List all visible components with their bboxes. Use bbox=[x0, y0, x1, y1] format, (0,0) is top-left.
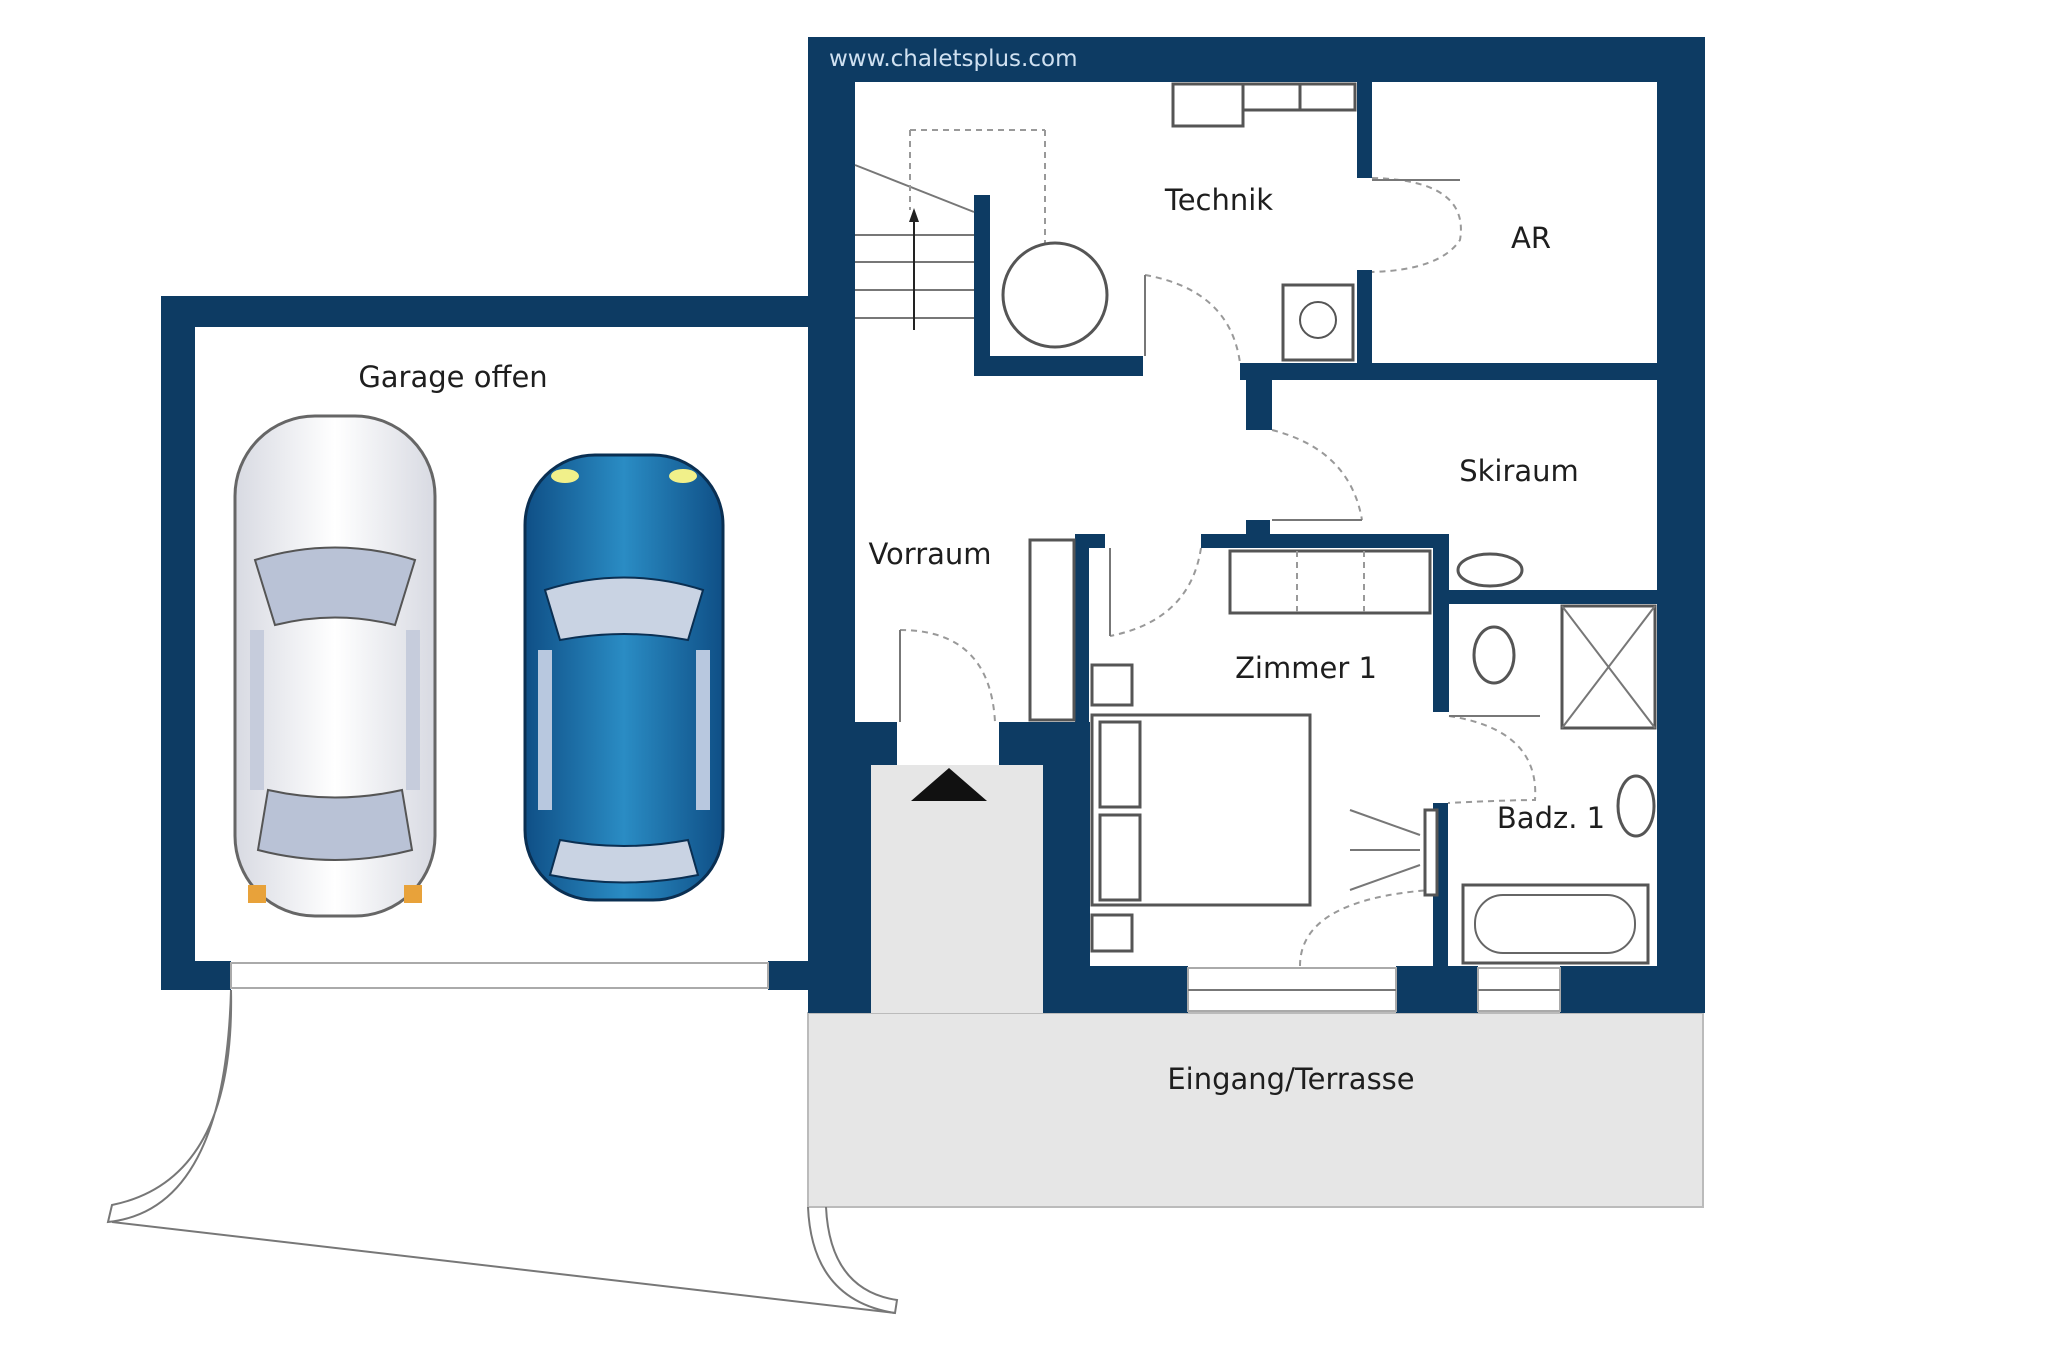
wardrobes bbox=[1028, 538, 1432, 722]
staircase bbox=[854, 129, 1109, 349]
doors bbox=[899, 177, 1540, 967]
garage-approach-lines bbox=[106, 989, 899, 1315]
blue-car-icon bbox=[523, 453, 725, 902]
room-label-ar: AR bbox=[1511, 221, 1551, 255]
terrace-floor bbox=[807, 1012, 1704, 1208]
room-label-skiraum: Skiraum bbox=[1459, 454, 1579, 488]
building-walls bbox=[808, 37, 1705, 1013]
bed-icon bbox=[1090, 713, 1312, 953]
entrance-floor bbox=[871, 765, 1043, 1013]
room-label-terrasse: Eingang/Terrasse bbox=[1167, 1062, 1414, 1096]
room-label-bad: Badz. 1 bbox=[1497, 801, 1605, 835]
garage-walls bbox=[161, 296, 808, 990]
room-label-zimmer: Zimmer 1 bbox=[1235, 651, 1377, 685]
room-label-vorraum: Vorraum bbox=[868, 537, 991, 571]
entrance-arrow-icon bbox=[911, 768, 987, 801]
room-label-technik: Technik bbox=[1164, 183, 1273, 217]
windows bbox=[1187, 967, 1561, 1012]
white-car-icon bbox=[233, 414, 437, 918]
technik-cabinets bbox=[1171, 82, 1357, 362]
website-url: www.chaletsplus.com bbox=[829, 46, 1077, 72]
room-label-garage: Garage offen bbox=[358, 360, 547, 394]
bathroom-fixtures bbox=[1456, 552, 1657, 965]
